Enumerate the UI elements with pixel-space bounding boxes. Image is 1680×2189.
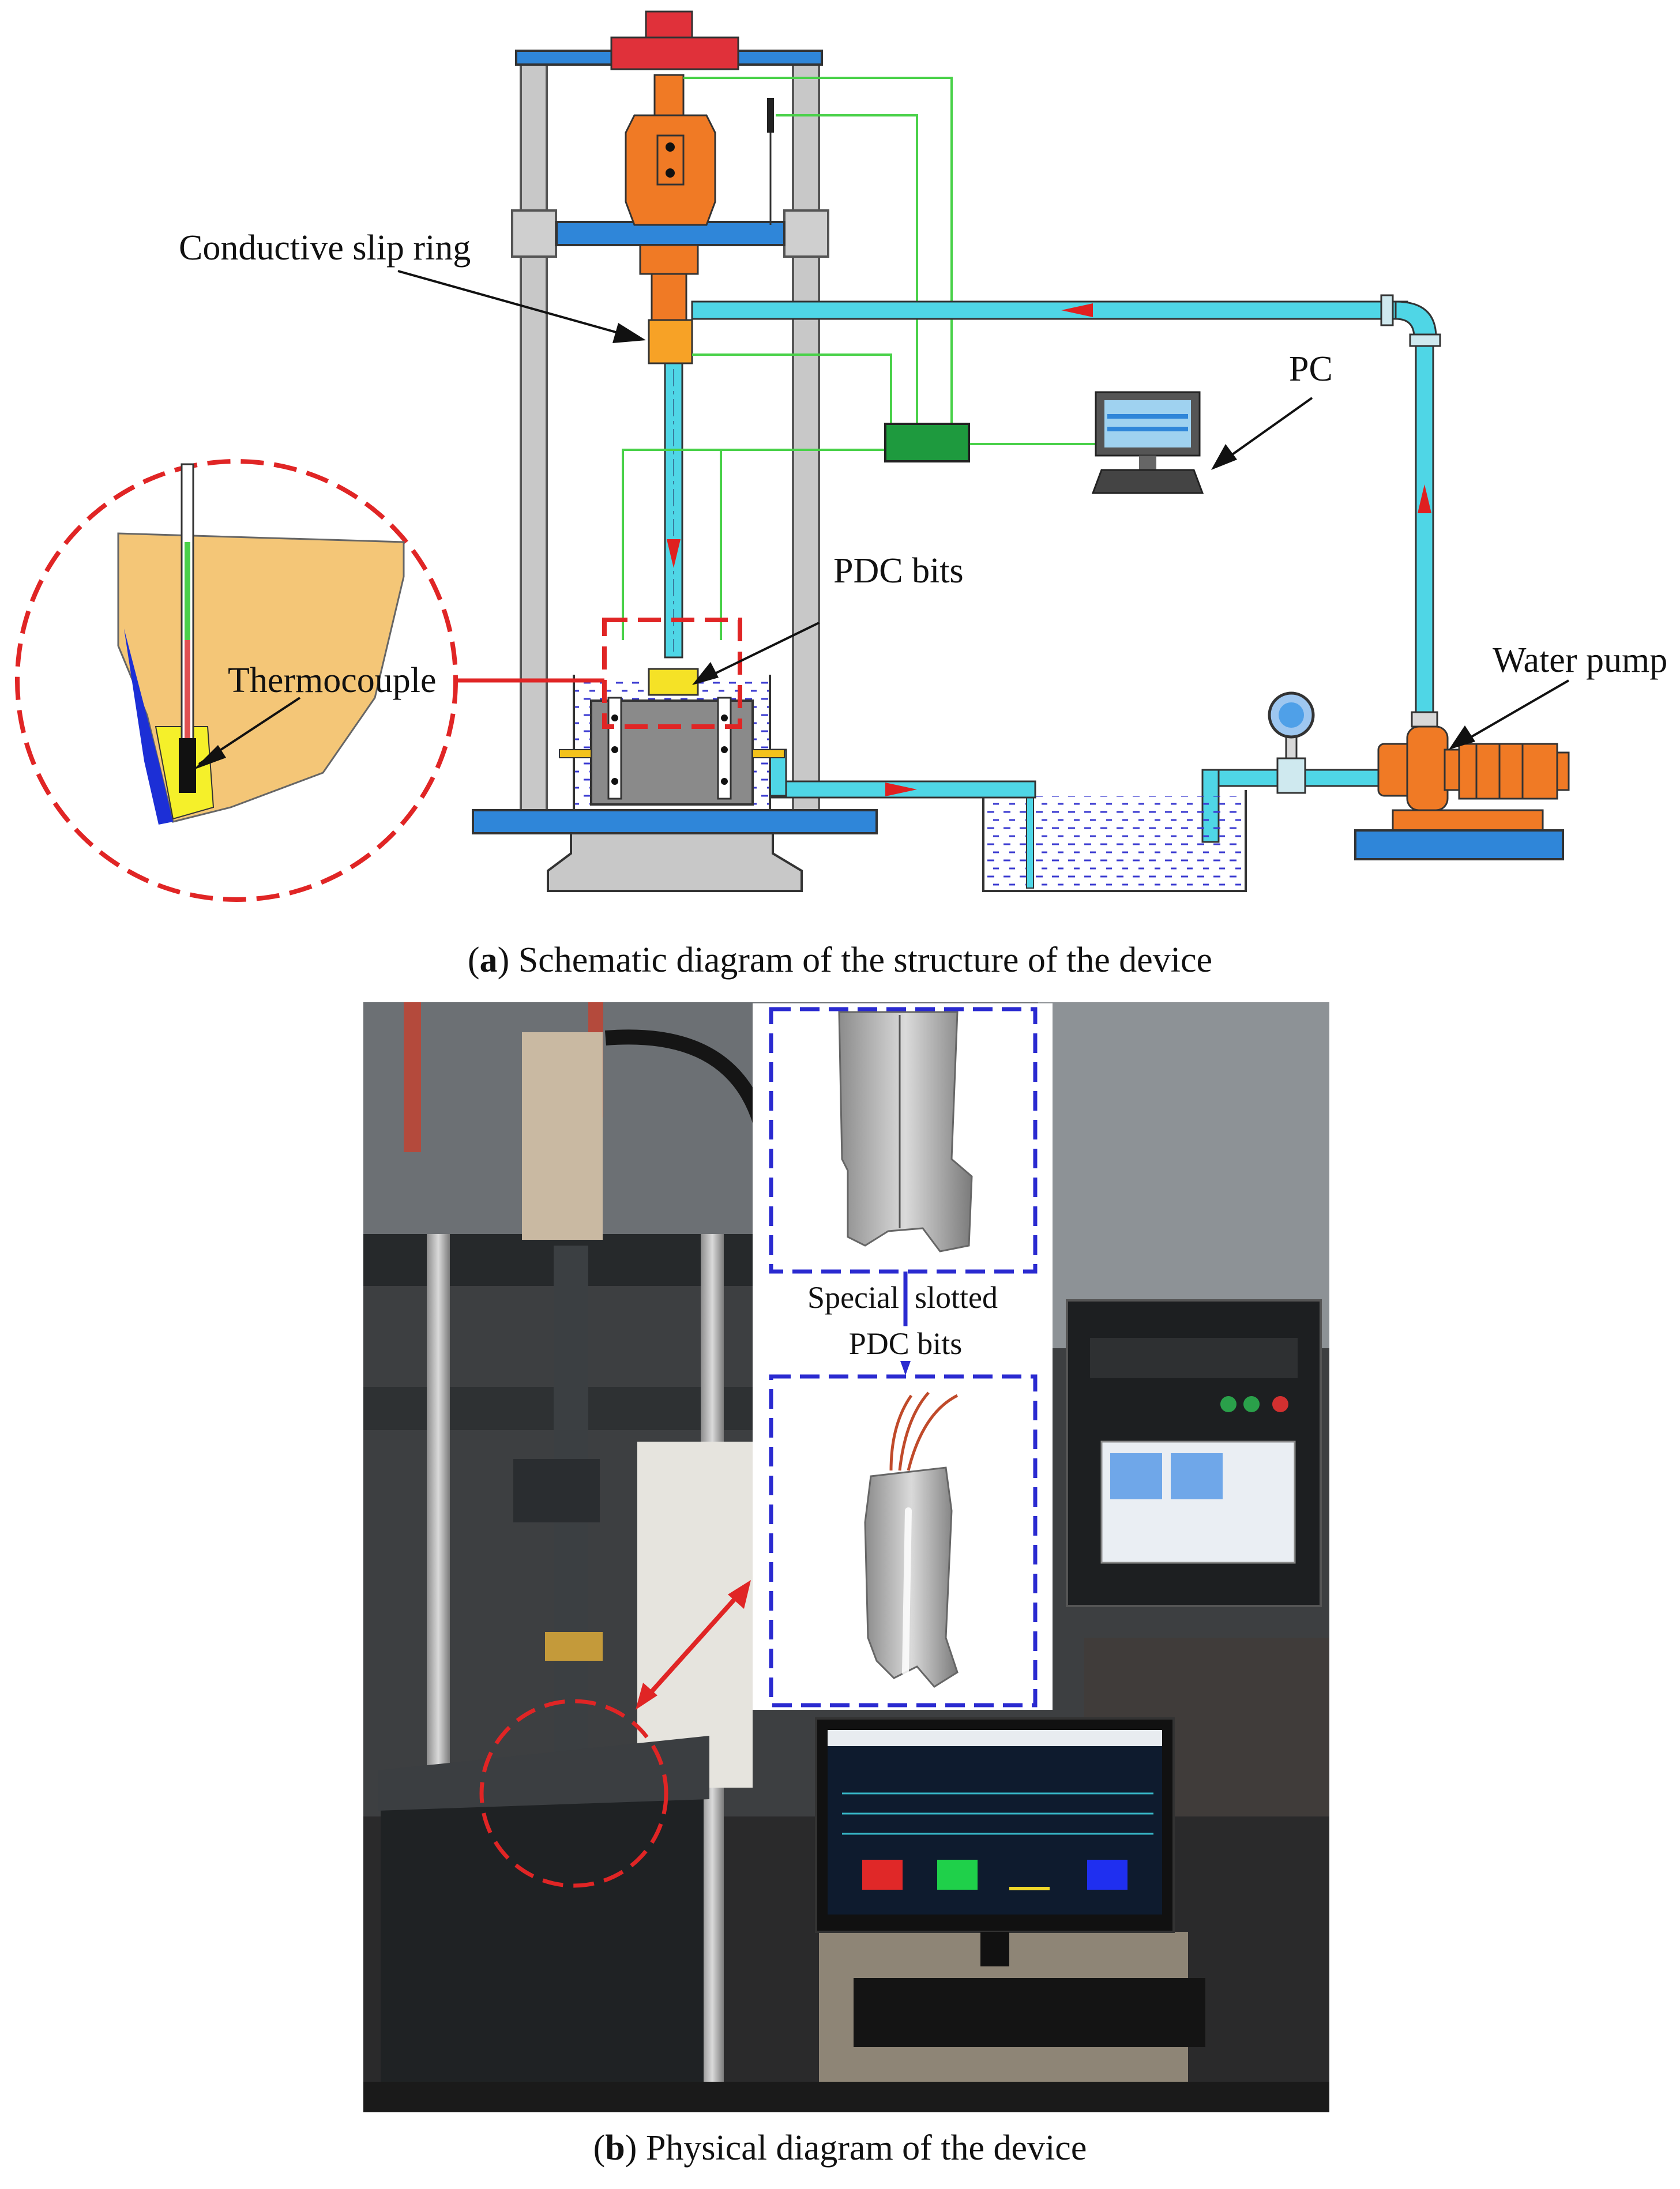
return-pipe-right (1415, 345, 1434, 713)
rig-white-cabinet (637, 1442, 753, 1788)
rig-tank-top (378, 1736, 709, 1811)
water-pump-leader (1458, 679, 1570, 745)
label-pdc-bits-photo: PDC bits (849, 1326, 963, 1361)
left-column (520, 51, 548, 832)
rig-column-left (427, 1234, 450, 1811)
slip-ring-leader-arrow (612, 323, 646, 343)
monitor-bar-red (862, 1860, 903, 1890)
caption-a: (a) Schematic diagram of the structure o… (467, 941, 1213, 980)
photo-red-arrow (641, 1587, 746, 1703)
caption-a-text: Schematic diagram of the structure of th… (518, 941, 1213, 980)
label-pdc-bits: PDC bits (833, 551, 964, 590)
monitor-stand (980, 1932, 1009, 1966)
monitor-bar-green (937, 1860, 978, 1890)
label-conductive-slip-ring: Conductive slip ring (179, 228, 471, 268)
keyboard (854, 1978, 1205, 2047)
side-screw (752, 749, 785, 758)
panel-button-green (1243, 1396, 1260, 1412)
rig-wrapped-hose (522, 1032, 603, 1240)
label-pc: PC (1289, 349, 1333, 389)
label-water-pump: Water pump (1493, 641, 1667, 680)
sensor-rod (767, 98, 774, 133)
base-stand (547, 832, 803, 892)
thermocouple-wire-green (185, 542, 190, 640)
pc-computer (1091, 391, 1204, 494)
monitor-bar-blue (1087, 1860, 1127, 1890)
flow-arrow-left (1061, 303, 1093, 317)
caption-b-text: Physical diagram of the device (645, 2128, 1087, 2168)
thermocouple-leader-arrow (193, 745, 226, 770)
caption-b: (b) Physical diagram of the device (593, 2128, 1087, 2168)
tank-inlet-pipe (1026, 795, 1034, 889)
red-motor-base (610, 36, 739, 70)
pdc-leader (700, 622, 820, 682)
lab-wall (1038, 1002, 1329, 1348)
panel-button-red (1272, 1396, 1288, 1412)
flow-arrow-down (667, 539, 681, 568)
panel-screen-window (1171, 1453, 1223, 1499)
slip-ring-leader (397, 270, 635, 338)
lower-coupling (639, 244, 699, 275)
water-pump (1354, 711, 1570, 860)
motor-bolt (666, 168, 675, 178)
panel-screen-window (1110, 1453, 1162, 1499)
water-tank-fill (983, 796, 1246, 891)
right-column (792, 51, 820, 832)
pdc-bit-photo-top (838, 1011, 973, 1253)
motor-bolt (666, 142, 675, 152)
pdc-bit-photo-bottom (864, 1466, 959, 1688)
pdc-detail-box (602, 618, 742, 729)
base-plate (472, 809, 878, 834)
photo-sump-circle (479, 1699, 668, 1888)
thermocouple-wires-photo (889, 1391, 959, 1471)
red-pipe (404, 1002, 421, 1152)
floor-bottom (363, 2082, 1329, 2112)
pc-leader-arrow (1211, 444, 1237, 470)
caption-a-letter: a (479, 941, 498, 980)
photo-red-arrow-tail (636, 1683, 657, 1710)
pipe-flange (1409, 333, 1441, 347)
pdc-bit (648, 668, 699, 696)
pressure-gauge-face (1279, 702, 1304, 728)
left-column-clamp (511, 209, 557, 258)
inset-label-bg (917, 1283, 1015, 1315)
pipe-flange (1380, 294, 1394, 326)
caption-b-letter: b (605, 2128, 625, 2168)
inset-label-bg (784, 1283, 882, 1315)
inset-top-box (769, 1007, 1038, 1274)
rig-brass-ring (545, 1632, 603, 1661)
cutter-blue-face (124, 629, 173, 825)
water-pump-leader-arrow (1449, 725, 1475, 750)
inset-bottom-box (769, 1374, 1038, 1707)
pdc-leader-arrow (692, 662, 719, 685)
return-pipe-top (691, 300, 1408, 320)
rig-motor (513, 1459, 600, 1522)
label-special-slotted: Special slotted (807, 1280, 998, 1315)
inset-label-bg (842, 1326, 963, 1361)
monitor-titlebar (828, 1730, 1162, 1746)
label-thermocouple: Thermocouple (228, 661, 437, 700)
flow-arrow-up (1418, 484, 1431, 513)
spindle-block (651, 273, 687, 321)
device-photo: Special slotted PDC bits (363, 1002, 1329, 2112)
coupling-top (653, 74, 685, 116)
pc-leader (1222, 397, 1313, 462)
right-column-clamp (783, 209, 829, 258)
gauge-body (1276, 757, 1306, 794)
monitor-bar-yellow (1009, 1887, 1050, 1890)
rig-work-tank (381, 1770, 704, 2093)
side-screw (559, 749, 592, 758)
thermocouple-wire-red (185, 640, 190, 738)
panel-button-green (1220, 1396, 1236, 1412)
control-panel-display-row (1090, 1338, 1298, 1378)
thermocouple-tip (179, 738, 196, 793)
data-acquisition-box (884, 423, 970, 462)
flow-arrow-right (885, 783, 917, 796)
schematic-diagram: Conductive slip ring PC PDC bits Water p… (15, 10, 1667, 902)
drill-pipe (664, 362, 683, 659)
photo-red-arrow-head (728, 1580, 751, 1609)
conductive-slip-ring (648, 319, 693, 364)
water-tank (982, 790, 1247, 892)
